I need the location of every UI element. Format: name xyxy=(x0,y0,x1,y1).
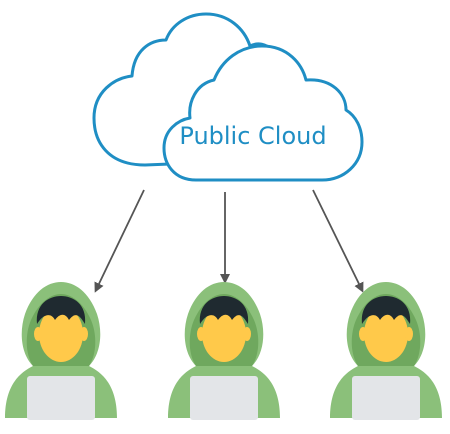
user-left xyxy=(5,282,117,420)
arrow-left xyxy=(94,189,145,293)
user-right xyxy=(330,282,442,420)
hooded-user-with-laptop-icon xyxy=(5,282,117,420)
arrows xyxy=(94,189,364,293)
arrow-right xyxy=(312,189,364,293)
cloud-label: Public Cloud xyxy=(179,122,326,150)
hooded-user-with-laptop-icon xyxy=(168,282,280,420)
front-cloud-shape xyxy=(162,44,364,182)
user-center xyxy=(168,282,280,420)
public-cloud: Public Cloud xyxy=(92,12,364,182)
hooded-user-with-laptop-icon xyxy=(330,282,442,420)
